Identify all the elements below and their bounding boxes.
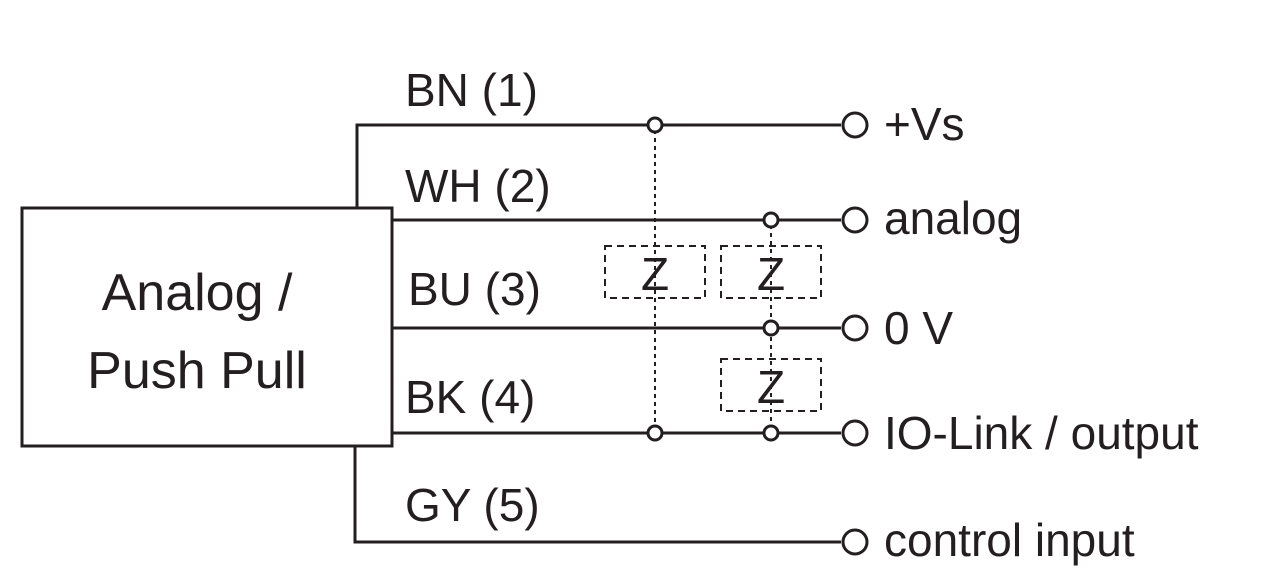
junction-wh	[762, 211, 780, 229]
terminal-wh	[841, 206, 869, 234]
wire-bu-label: BU (3)	[408, 263, 541, 315]
junction-bu	[762, 319, 780, 337]
wire-bk-label: BK (4)	[405, 371, 535, 423]
wire-gy-line	[353, 446, 841, 544]
terminal-bk	[841, 419, 869, 447]
device-box	[20, 206, 394, 448]
load-box-2	[720, 245, 822, 299]
terminal-bu-label: 0 V	[884, 302, 953, 354]
wire-bn-line	[355, 123, 841, 208]
wire-bn-label: BN (1)	[405, 64, 538, 116]
load-box-3	[720, 358, 822, 412]
wire-wh-label: WH (2)	[405, 160, 551, 212]
load-label-3: Z	[757, 361, 785, 413]
device-label-line2: Push Pull	[87, 342, 307, 400]
junction-bk-right	[762, 424, 780, 442]
terminal-gy	[841, 528, 869, 556]
terminal-wh-label: analog	[884, 192, 1022, 244]
junction-bn	[646, 116, 664, 134]
wire-gy-label: GY (5)	[405, 479, 540, 531]
terminal-bn	[841, 111, 869, 139]
load-box-1	[604, 245, 706, 299]
terminal-bu	[841, 314, 869, 342]
junction-bk-left	[646, 424, 664, 442]
load-label-2: Z	[757, 248, 785, 300]
load-label-1: Z	[641, 248, 669, 300]
terminal-bk-label: IO-Link / output	[884, 407, 1199, 459]
device-label-line1: Analog /	[102, 264, 293, 322]
terminal-bn-label: +Vs	[884, 98, 965, 150]
terminal-gy-label: control input	[884, 514, 1135, 566]
